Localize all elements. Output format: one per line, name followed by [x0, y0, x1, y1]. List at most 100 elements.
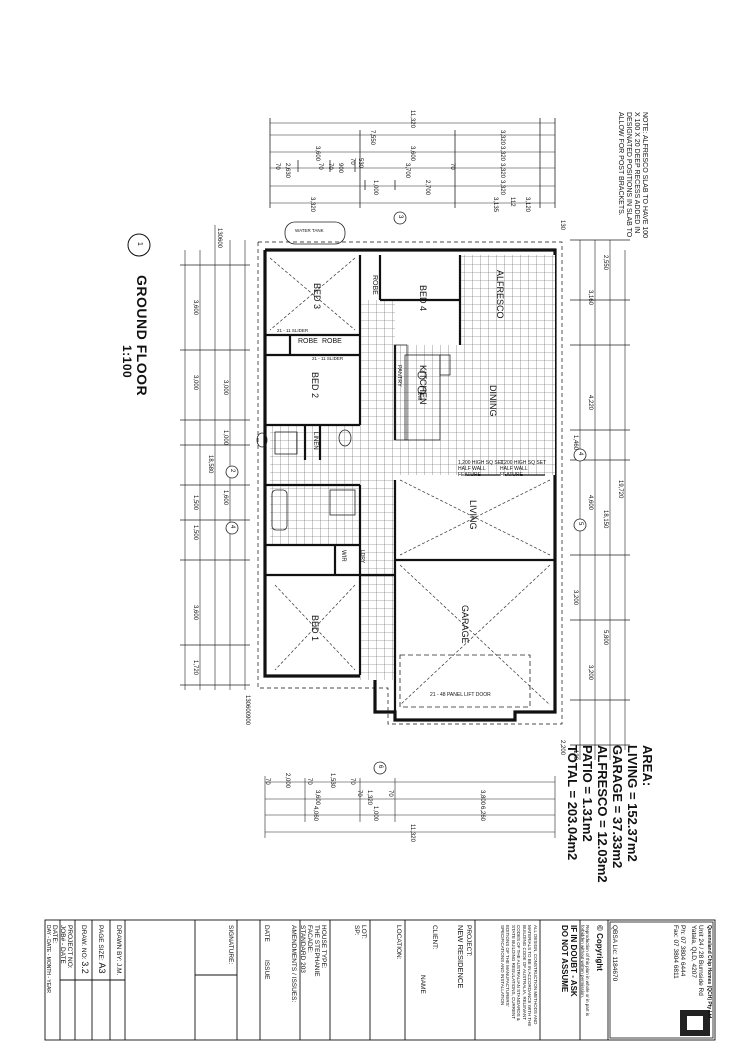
dim-top-row4-9: 3,320: [499, 163, 505, 179]
dim-bottom-row2-4: 3,800: [479, 790, 485, 806]
address-line: Yatala, QLD, 4207: [690, 925, 697, 978]
warning-line: IF IN DOUBT - ASK: [569, 925, 578, 997]
facade-label: FACADE:: [306, 925, 313, 953]
dim-left-small-2: 130: [244, 695, 250, 706]
dim-top-row4-7: 3,700: [404, 163, 410, 179]
dim-bottom-row1-0: 70: [264, 778, 270, 785]
fax-text: Fax: 07 3804 6811: [672, 925, 679, 979]
draw-no-field: DRAW. NO: 3.2: [80, 925, 90, 974]
address-line: Unit 24 / 28 Burnside Rd: [697, 925, 704, 996]
dim-left-overall: 18,580: [207, 455, 213, 474]
grid-marker-5: 5: [577, 522, 583, 526]
dim-left-seg-7: 3,600: [192, 605, 198, 621]
grid-marker-6: 6: [377, 765, 383, 769]
room-bed3: BED 3: [312, 283, 322, 310]
view-marker-number: 1: [136, 242, 143, 246]
dim-left-small-3: 600: [244, 705, 250, 716]
dim-top-row4-0: 70: [274, 163, 280, 170]
water-tank: [284, 221, 346, 245]
phone-text: Ph: 07 3804 6444: [679, 925, 686, 977]
area-line: LIVING = 152.37m2: [625, 745, 640, 862]
kitchen-benches: [394, 344, 451, 441]
dim-bottom-row3-2: 6,260: [479, 806, 485, 822]
dim-bottom-row1-3: 1,530: [329, 773, 335, 789]
warning-text: IF IN DOUBT - ASK DO NOT ASSUME: [560, 925, 578, 997]
room-robe-2: ROBE: [298, 338, 318, 345]
project-field: PROJECT: NEW RESIDENCE: [456, 925, 472, 988]
lot-field: LOT: SP:: [353, 925, 367, 939]
dim-left-seg-2: 3,000: [222, 380, 228, 396]
date-column-label: DATE: [263, 925, 270, 942]
grid-marker-circles: [225, 211, 587, 775]
dim-left-small-4: 900: [244, 715, 250, 726]
project-no-value: JOB# - DATE: [59, 925, 66, 964]
compliance-text: ALL DESIGN, CONSTRUCTION METHODS AND MAT…: [500, 925, 538, 1027]
dim-left-seg-4: 1,600: [222, 490, 228, 506]
dim-top-row3-a: 3,600: [314, 146, 320, 162]
room-robe-1: ROBE: [371, 275, 378, 295]
room-robe-3: ROBE: [322, 338, 342, 345]
dim-bottom-row2-0: 3,600: [314, 790, 320, 806]
issue-column-label: ISSUE: [263, 960, 270, 980]
dim-top-row4-3: 70: [327, 163, 333, 170]
house-walls: [257, 241, 563, 725]
garage-door: [399, 654, 531, 708]
top-dimension-lines: [269, 118, 556, 208]
dim-left-seg-3: 1,000: [222, 430, 228, 446]
company-logo: [609, 921, 714, 1039]
dim-top-row3-c: 3,320: [499, 146, 505, 162]
room-alfresco: ALFRESCO: [495, 270, 505, 319]
alfresco-note: NOTE: ALFRESCO SLAB TO HAVE 100 X 100 X …: [616, 112, 648, 238]
company-address: Unit 24 / 28 Burnside Rd Yatala, QLD, 42…: [690, 925, 704, 996]
dim-left-seg-6: 1,500: [192, 525, 198, 541]
dim-top-row2-b: 3,320: [499, 130, 505, 146]
room-pantry: PANTRY: [396, 365, 402, 387]
grid-marker-2: 2: [229, 469, 235, 473]
area-schedule: AREA: LIVING = 152.37m2 GARAGE = 37.33m2…: [565, 745, 655, 883]
dim-top-row4-1: 2,630: [284, 163, 290, 179]
dim-right-seg-4: 4,600: [587, 495, 593, 511]
lot-label: LOT:: [360, 925, 367, 939]
dim-top-row4-5: 70: [349, 158, 355, 165]
sp-label: SP:: [353, 925, 360, 936]
dim-top-row6-b: 3,135: [492, 197, 498, 213]
left-dimension-lines: [180, 225, 250, 690]
room-bed2: BED 2: [310, 372, 320, 399]
facade-value: STANDARD 203: [299, 925, 306, 973]
dim-right-seg-1: 3,160: [587, 290, 593, 306]
dim-right-mid: 18,150: [602, 510, 608, 529]
view-scale: 1:100: [120, 345, 134, 379]
slider-label-1: 21 - 11 SLIDER: [277, 328, 309, 333]
area-heading: AREA:: [640, 745, 655, 787]
signature-field: SIGNATURE:: [227, 925, 234, 965]
dim-top-row6-d: 3,120: [524, 197, 530, 213]
location-field: LOCATION:: [395, 925, 402, 960]
bathroom-fixtures: [256, 429, 356, 531]
copyright-heading: © Copyright: [595, 925, 604, 971]
dim-bottom-row3-1: 1,000: [372, 806, 378, 822]
dim-bottom-row1-4: 70: [349, 778, 355, 785]
area-line: TOTAL = 203.04m2: [565, 745, 580, 861]
dim-bottom-row1-1: 2,000: [284, 773, 290, 789]
room-wir: WIR: [340, 550, 346, 562]
page-size-value: A3: [97, 962, 107, 974]
area-line: ALFRESCO = 12.03m2: [595, 745, 610, 883]
house-type-field: HOUSE TYPE: THE STEPHANIE FACADE: STANDA…: [299, 925, 327, 977]
room-cross-lines: [269, 257, 551, 706]
dim-top-row6-c: 112: [509, 197, 515, 207]
dim-right-seg-5: 3,200: [572, 590, 578, 606]
titleblock-frame: [44, 919, 716, 1041]
dim-bottom-row3-0: 4,060: [312, 806, 318, 822]
note-line: ALLOW FOR POST BRACKETS.: [617, 112, 624, 216]
bottom-dimension-lines: [264, 776, 556, 838]
water-tank-label: WATER TANK: [295, 228, 324, 233]
dim-bottom-row2-3: 70: [387, 790, 393, 797]
view-marker: [127, 233, 151, 257]
dim-left-seg-8: 1,720: [192, 660, 198, 676]
page-size-field: PAGE SIZE: A3: [97, 925, 107, 973]
dim-bottom-row2-1: 70: [356, 790, 362, 797]
dim-top-row5-b: 2,700: [424, 180, 430, 196]
room-bed1: BED 1: [310, 615, 320, 642]
dim-right-seg-0: 2,550: [602, 255, 608, 271]
drawn-by-field: DRAWN BY: J.M.: [115, 925, 122, 976]
